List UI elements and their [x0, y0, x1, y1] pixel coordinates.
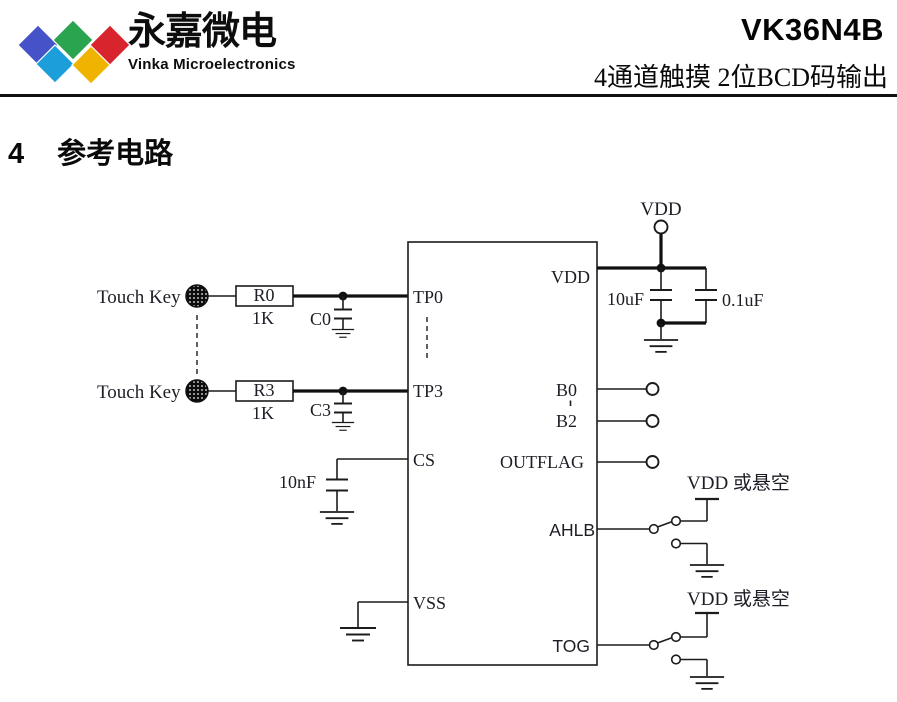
pin-vss: VSS	[413, 593, 446, 613]
ground-symbol	[688, 564, 726, 578]
capacitor-10nf-label: 10nF	[279, 472, 316, 492]
switch-lever	[657, 637, 673, 644]
touch-pad-icon	[185, 284, 209, 308]
switch-contact-gnd	[670, 654, 682, 665]
tog-option-label: VDD 或悬空	[687, 588, 790, 610]
capacitor-01uf-label: 0.1uF	[722, 290, 764, 310]
logo-diamond-cyan	[35, 44, 75, 84]
ground-symbol	[318, 511, 356, 525]
pin-outflag: OUTFLAG	[500, 452, 584, 472]
ahlb-option-label: VDD 或悬空	[687, 472, 790, 494]
switch-lever	[657, 521, 673, 528]
header-rule	[0, 94, 897, 97]
touch-key-row-0: Touch Key R0 1K C0	[97, 284, 408, 338]
ground-symbol	[688, 676, 726, 690]
capacitor-c0-label: C0	[310, 309, 331, 329]
touch-pad-icon	[185, 379, 209, 403]
switch-pole	[648, 639, 659, 651]
ground-symbol	[331, 328, 355, 338]
ground-symbol	[339, 627, 377, 642]
ground-symbol	[331, 421, 355, 431]
touch-key-label: Touch Key	[97, 287, 181, 308]
pin-tp3: TP3	[413, 381, 443, 401]
section-heading: 4 参考电路	[8, 130, 173, 172]
pin-vdd: VDD	[551, 267, 590, 287]
logo-diamond-yellow	[71, 45, 111, 85]
pin-b2: B2	[556, 411, 577, 431]
pin-tog: TOG	[552, 636, 590, 656]
ic-outline	[407, 241, 598, 666]
b2-terminal	[645, 414, 660, 428]
ahlb-select-switch: VDD 或悬空	[597, 472, 790, 578]
switch-pole	[648, 523, 659, 535]
capacitor-10uf-label: 10uF	[607, 289, 644, 309]
vinka-logo-icon	[17, 19, 131, 85]
touch-key-label: Touch Key	[97, 382, 181, 403]
part-subtitle: 4通道触摸 2位BCD码输出	[594, 63, 888, 92]
tog-select-switch: VDD 或悬空	[597, 588, 790, 690]
resistor-r0-value: 1K	[252, 308, 274, 328]
cs-filter-capacitor: 10nF	[279, 458, 408, 525]
touch-key-row-3: Touch Key R3 1K C3	[97, 379, 408, 431]
vdd-net-label: VDD	[640, 199, 681, 220]
ic-block: TP0 TP3 CS VSS VDD B0 B2 OUTFLAG AHLB TO…	[407, 241, 598, 666]
switch-contact-vdd	[670, 631, 682, 643]
brand-name-cn: 永嘉微电	[128, 11, 277, 53]
capacitor-c3-label: C3	[310, 400, 331, 420]
resistor-r0-label: R0	[253, 285, 274, 305]
switch-contact-gnd	[670, 538, 682, 549]
resistor-r3-label: R3	[253, 380, 274, 400]
pin-cs: CS	[413, 450, 435, 470]
pin-b0: B0	[556, 380, 577, 400]
logo-diamond-green	[52, 19, 94, 61]
ground-symbol	[642, 339, 680, 353]
pin-ahlb: AHLB	[549, 520, 595, 540]
pin-tp0: TP0	[413, 287, 443, 307]
section-title: 参考电路	[57, 138, 174, 170]
bcd-outputs	[597, 382, 660, 469]
part-number: VK36N4B	[740, 12, 884, 47]
vdd-terminal	[653, 219, 669, 235]
section-number: 4	[8, 138, 25, 170]
b0-terminal	[645, 382, 660, 396]
power-decoupling: VDD 10uF 0.1uF	[597, 199, 764, 353]
resistor-r3-value: 1K	[252, 403, 274, 423]
outflag-terminal	[645, 455, 660, 469]
switch-contact-vdd	[670, 515, 682, 527]
vss-ground	[339, 601, 408, 642]
brand-name-en: Vinka Microelectronics	[128, 56, 296, 73]
brand-block: 永嘉微电 Vinka Microelectronics	[128, 13, 296, 72]
